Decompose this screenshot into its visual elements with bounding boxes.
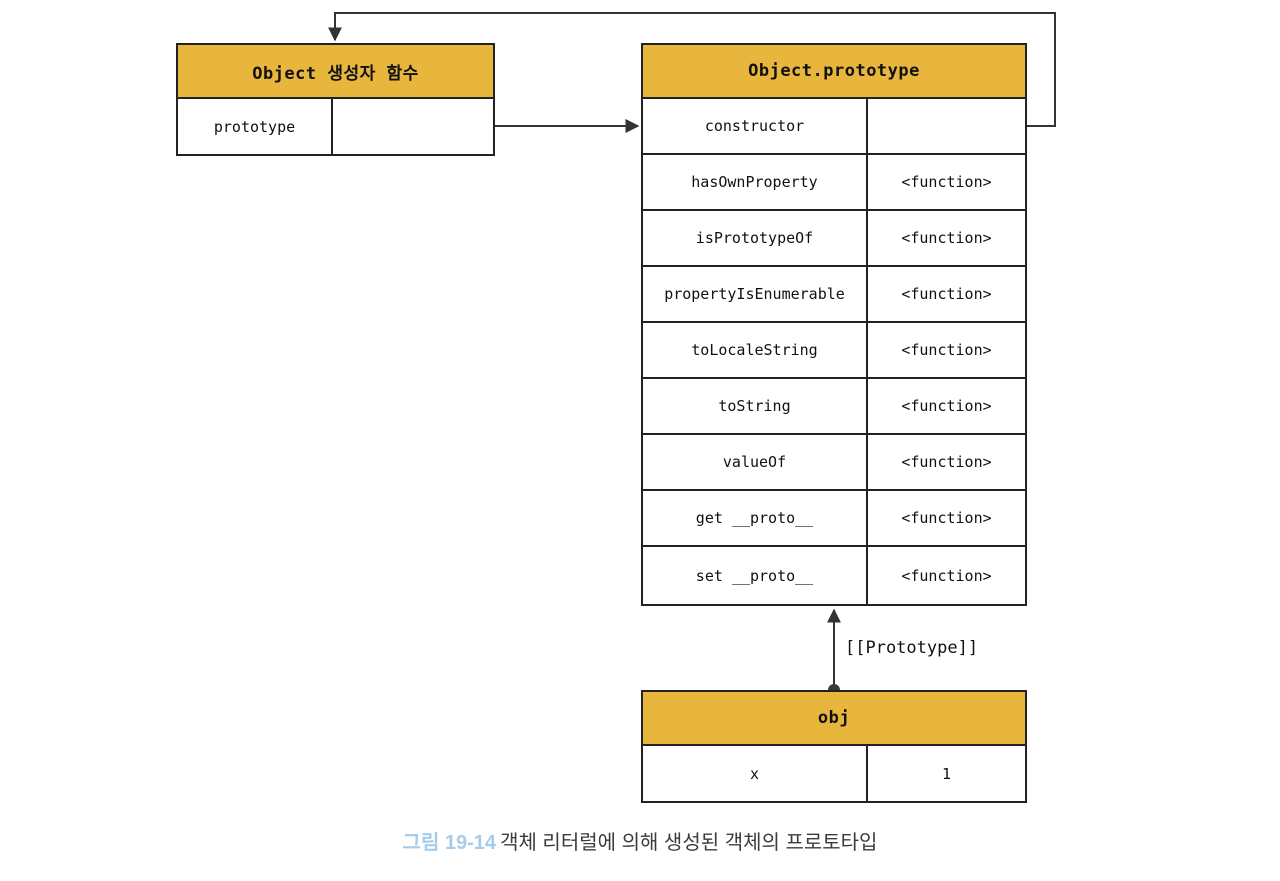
- property-key-cell: get __proto__: [643, 491, 868, 545]
- property-key-cell: valueOf: [643, 435, 868, 489]
- figure-number: 그림 19-14: [402, 832, 497, 854]
- constructor-function-box: Object 생성자 함수 prototype: [176, 43, 495, 156]
- property-key-cell: hasOwnProperty: [643, 155, 868, 209]
- property-value-cell: <function>: [901, 566, 992, 585]
- property-value-cell: [333, 99, 493, 154]
- table-row: get __proto__ <function>: [643, 491, 1025, 547]
- table-row: isPrototypeOf <function>: [643, 211, 1025, 267]
- property-key-cell: toString: [643, 379, 868, 433]
- table-row: hasOwnProperty <function>: [643, 155, 1025, 211]
- property-value-cell: <function>: [901, 173, 992, 191]
- property-key-cell: toLocaleString: [643, 323, 868, 377]
- property-key-cell: isPrototypeOf: [643, 211, 868, 265]
- object-prototype-box: Object.prototype constructor hasOwnPrope…: [641, 43, 1027, 606]
- obj-box: obj x 1: [641, 690, 1027, 803]
- property-value-cell: <function>: [901, 397, 992, 415]
- constructor-function-header: Object 생성자 함수: [178, 45, 493, 99]
- property-key-cell: set __proto__: [643, 547, 868, 604]
- table-row: prototype: [178, 99, 493, 154]
- table-row: set __proto__ <function>: [643, 547, 1025, 604]
- table-row: toLocaleString <function>: [643, 323, 1025, 379]
- property-key-cell: constructor: [643, 99, 868, 153]
- object-prototype-header: Object.prototype: [643, 45, 1025, 99]
- property-key-cell: propertyIsEnumerable: [643, 267, 868, 321]
- property-value-cell: <function>: [901, 341, 992, 359]
- figure-caption-text: 객체 리터럴에 의해 생성된 객체의 프로토타입: [500, 832, 878, 854]
- property-value-cell: 1: [941, 764, 952, 783]
- property-value-cell: <function>: [901, 285, 992, 303]
- property-key-cell: x: [643, 746, 868, 801]
- obj-header: obj: [643, 692, 1025, 746]
- edge-obj-to-object-prototype: [827, 608, 841, 696]
- property-value-cell: <function>: [901, 229, 992, 247]
- table-row: valueOf <function>: [643, 435, 1025, 491]
- property-value-cell: <function>: [901, 453, 992, 471]
- table-row: toString <function>: [643, 379, 1025, 435]
- table-row: x 1: [643, 746, 1025, 801]
- property-value-cell: <function>: [901, 509, 992, 527]
- property-value-cell: [868, 99, 1025, 153]
- prototype-link-label: [[Prototype]]: [845, 638, 979, 658]
- property-key-cell: prototype: [178, 99, 333, 154]
- table-row: constructor: [643, 99, 1025, 155]
- table-row: propertyIsEnumerable <function>: [643, 267, 1025, 323]
